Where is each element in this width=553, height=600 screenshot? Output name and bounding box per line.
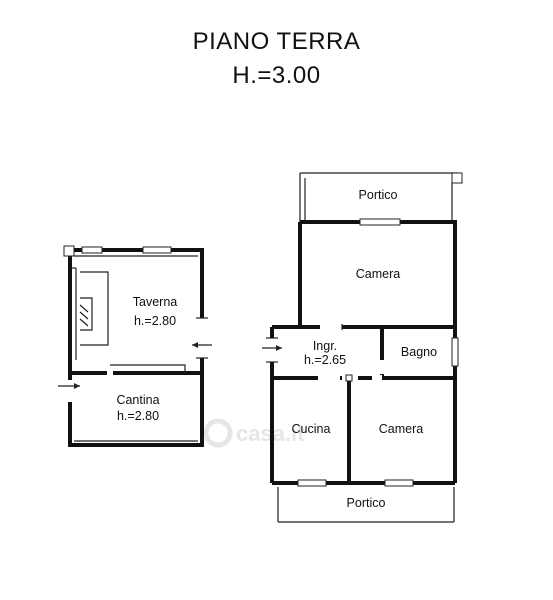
column — [345, 374, 353, 382]
plan-height: H.=3.00 — [232, 62, 321, 89]
room-cantina: Cantina — [116, 393, 159, 407]
left-building: Taverna h.=2.80 Cantina h.=2.80 — [58, 245, 212, 447]
right-building: Portico Camera — [262, 172, 463, 523]
room-ingresso: Ingr. — [313, 339, 337, 353]
fireplace-hatch — [79, 304, 89, 327]
room-taverna-height: h.=2.80 — [134, 314, 176, 328]
room-ingresso-height: h.=2.65 — [304, 353, 346, 367]
room-cantina-height: h.=2.80 — [117, 409, 159, 423]
window — [142, 246, 172, 254]
room-portico-bottom: Portico — [347, 496, 386, 510]
room-bagno: Bagno — [401, 345, 437, 359]
plan-title: PIANO TERRA — [192, 28, 361, 55]
room-taverna: Taverna — [133, 295, 178, 309]
room-camera-top: Camera — [356, 267, 401, 281]
room-camera-bottom: Camera — [379, 422, 424, 436]
window — [297, 479, 327, 487]
window — [359, 218, 401, 226]
corner-column — [451, 172, 463, 184]
corner-column — [63, 245, 75, 257]
room-portico-top: Portico — [359, 188, 398, 202]
window — [451, 337, 459, 367]
window — [81, 246, 103, 254]
window — [384, 479, 414, 487]
room-cucina: Cucina — [292, 422, 331, 436]
watermark-logo: casa.it — [203, 418, 305, 448]
